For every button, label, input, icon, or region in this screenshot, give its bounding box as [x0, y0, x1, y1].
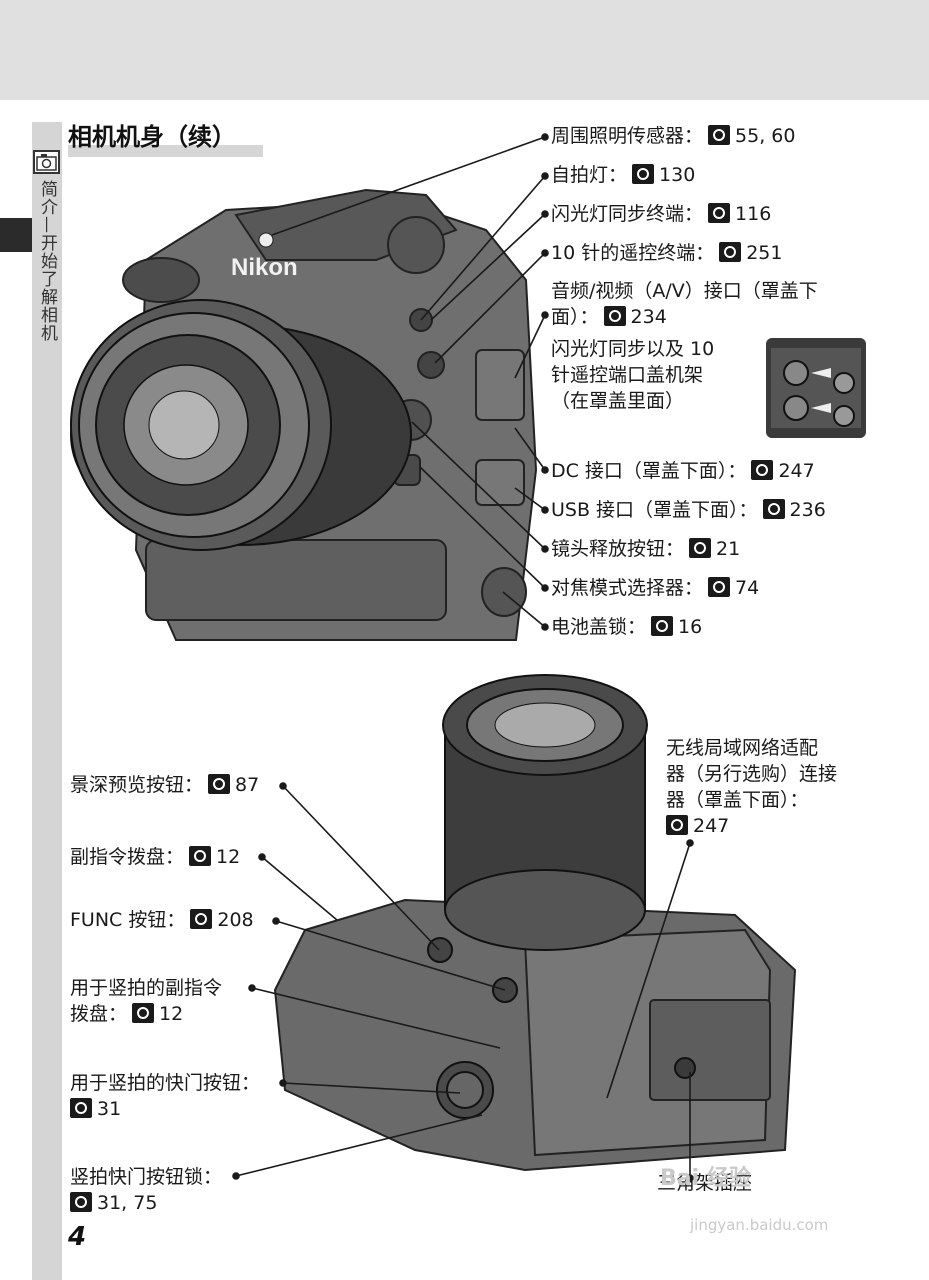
- camera-front-illustration: Nikon: [70, 188, 538, 641]
- page-ref-icon: [762, 499, 785, 519]
- callout-ambient-light-sensor: 周围照明传感器：55, 60: [551, 125, 796, 147]
- page-ref-icon: [189, 846, 212, 866]
- callout-vertical-shutter-button: 用于竖拍的快门按钮： 31: [70, 1072, 261, 1120]
- callout-10-pin-remote-terminal: 10 针的遥控终端：251: [551, 242, 783, 264]
- page-ref-icon: [190, 909, 213, 929]
- callout-av-connector: 音频/视频（A/V）接口（罩盖下 面）：234: [551, 280, 818, 328]
- page-ref-icon: [603, 306, 626, 326]
- callout-usb-connector: USB 接口（罩盖下面）：236: [551, 499, 826, 521]
- page-ref-icon: [708, 203, 731, 223]
- callout-flash-sync-terminal: 闪光灯同步终端：116: [551, 203, 772, 225]
- page-ref-icon: [719, 242, 742, 262]
- section-marker: [0, 218, 32, 252]
- callout-self-timer-lamp: 自拍灯：130: [551, 164, 696, 186]
- page-ref-icon: [708, 125, 731, 145]
- page-ref-icon: [70, 1192, 92, 1212]
- callout-focus-mode-selector: 对焦模式选择器：74: [551, 577, 760, 599]
- watermark-logo: Bai 经验: [660, 1166, 751, 1191]
- page-ref-icon: [632, 164, 655, 184]
- sidebar-strip: [32, 122, 62, 1280]
- callout-tripod-socket: 三角架插座: [657, 1172, 753, 1194]
- port-cover-inset: [766, 338, 866, 438]
- camera-brand-text: Nikon: [231, 254, 298, 281]
- callout-vertical-sub-command-dial: 用于竖拍的副指令 拨盘：12: [70, 977, 223, 1025]
- lens-top: [442, 674, 648, 951]
- callout-sub-command-dial: 副指令拨盘：12: [70, 846, 241, 868]
- page-ref-icon: [666, 815, 688, 835]
- page-ref-icon: [132, 1003, 155, 1023]
- page-ref-icon: [751, 460, 774, 480]
- watermark-url: jingyan.baidu.com: [690, 1216, 829, 1234]
- callout-dc-connector: DC 接口（罩盖下面）：247: [551, 460, 815, 482]
- page-ref-icon: [208, 774, 231, 794]
- sidebar-section-title: 简介—开始了解相机: [37, 180, 57, 342]
- callout-vertical-shutter-lock: 竖拍快门按钮锁： 31, 75: [70, 1166, 223, 1214]
- camera-icon: [33, 150, 60, 174]
- callout-wireless-lan-connector: 无线局域网络适配 器（另行选购）连接 器（罩盖下面）： 247: [666, 737, 838, 837]
- page-ref-icon: [70, 1098, 92, 1118]
- callout-port-cover-holder: 闪光灯同步以及 10 针遥控端口盖机架 （在罩盖里面）: [551, 338, 715, 412]
- page-ref-icon: [651, 616, 674, 636]
- top-band: [0, 0, 929, 100]
- callout-lens-release-button: 镜头释放按钮：21: [551, 538, 741, 560]
- page-title: 相机机身（续）: [68, 123, 236, 151]
- page-ref-icon: [689, 538, 712, 558]
- callout-func-button: FUNC 按钮：208: [70, 909, 254, 931]
- page-ref-icon: [708, 577, 731, 597]
- page-number: 4: [68, 1222, 87, 1252]
- callout-battery-cover-latch: 电池盖锁：16: [551, 616, 703, 638]
- callout-depth-of-field-preview: 景深预览按钮：87: [70, 774, 260, 796]
- lens-front: [70, 299, 412, 551]
